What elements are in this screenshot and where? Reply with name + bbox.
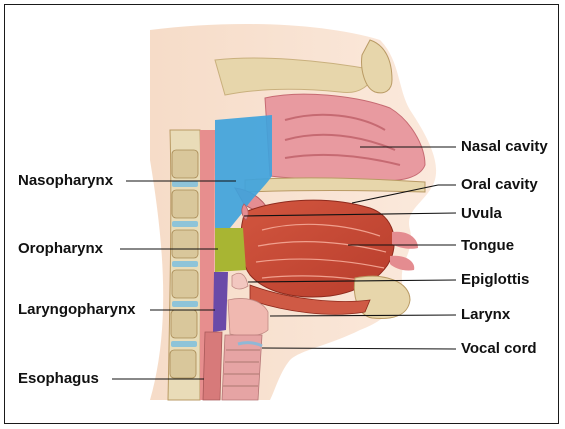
label-esophagus: Esophagus bbox=[18, 370, 99, 388]
label-epiglottis: Epiglottis bbox=[461, 271, 529, 289]
oropharynx-region bbox=[215, 228, 246, 272]
label-laryngopharynx: Laryngopharynx bbox=[18, 301, 136, 319]
laryngopharynx-region bbox=[213, 272, 228, 332]
label-vocal-cord: Vocal cord bbox=[461, 340, 537, 358]
label-oral-cavity: Oral cavity bbox=[461, 176, 538, 194]
label-tongue: Tongue bbox=[461, 237, 514, 255]
label-oropharynx: Oropharynx bbox=[18, 240, 103, 258]
esophagus-shape bbox=[203, 332, 222, 400]
label-uvula: Uvula bbox=[461, 205, 502, 223]
label-nasal-cavity: Nasal cavity bbox=[461, 138, 548, 156]
label-nasopharynx: Nasopharynx bbox=[18, 172, 113, 190]
label-larynx: Larynx bbox=[461, 306, 510, 324]
